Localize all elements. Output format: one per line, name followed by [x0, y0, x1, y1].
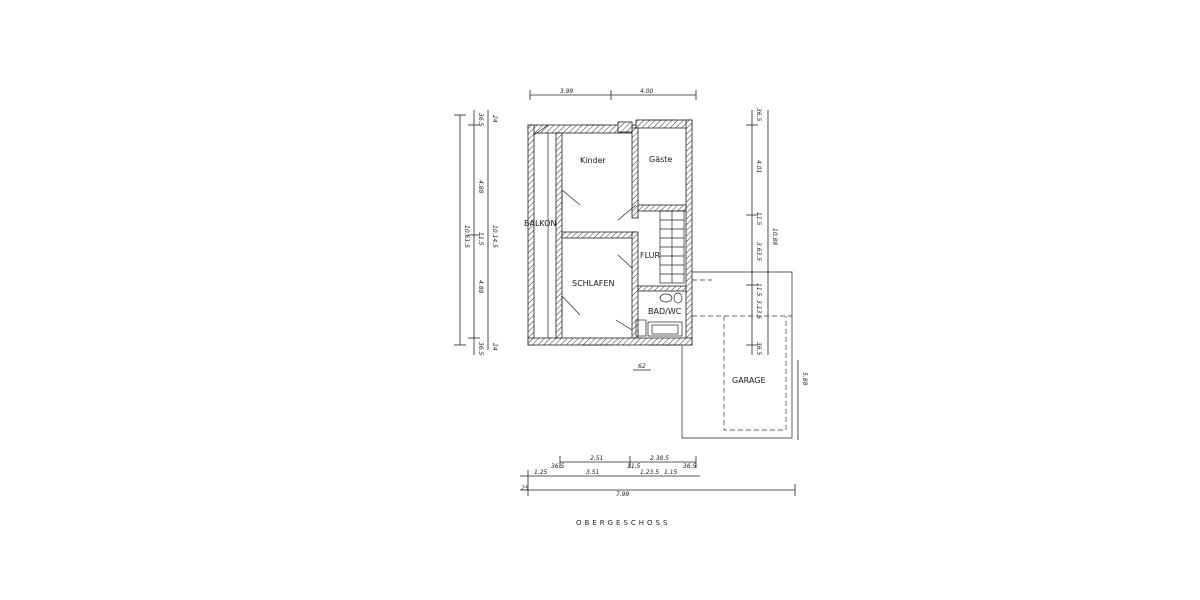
dim-bottom-2f: 1.15	[664, 469, 678, 476]
dim-left-outer-3: 11.5	[477, 232, 484, 246]
dim-window-62: 62	[638, 363, 646, 370]
staircase	[659, 210, 685, 284]
room-label-schlafen: SCHLAFEN	[572, 279, 614, 288]
balcony	[533, 124, 563, 339]
room-label-gaeste: Gäste	[649, 155, 672, 164]
room-label-flur: FLUR	[640, 251, 661, 260]
interior-walls	[561, 121, 687, 339]
dim-bottom-2a: 1.25	[534, 469, 548, 476]
top-dimension	[529, 90, 697, 100]
dim-bottom-total: 7.99	[616, 491, 630, 498]
dim-right-1: 36.5	[755, 108, 762, 122]
left-dimensions	[454, 110, 489, 355]
right-dimensions	[746, 110, 799, 440]
outer-walls	[527, 119, 693, 346]
dim-left-outer-2: 4.88	[477, 180, 484, 194]
dim-top-1: 3.99	[560, 88, 574, 95]
dim-bottom-2d: 11.5	[627, 463, 641, 470]
dim-left-inner-2: 10.14.5	[491, 225, 498, 248]
dim-right-5: 11.5	[755, 283, 762, 297]
dim-garage-depth: 5.88	[801, 372, 808, 386]
dim-left-inner-3: 24	[491, 343, 498, 351]
dim-bottom-2b: 36.5	[551, 463, 565, 470]
dim-left-outer-5: 36.5	[477, 342, 484, 356]
dim-bottom-2e: 1.23.5	[640, 469, 659, 476]
dim-left-outer-4: 4.88	[477, 280, 484, 294]
dim-left-total: 10.61.5	[463, 225, 470, 248]
dim-bottom-1b: 2.38.5	[650, 455, 669, 462]
dim-bottom-2g: 36.5	[683, 463, 697, 470]
drawing-title: OBERGESCHOSS	[576, 519, 670, 527]
dim-right-4: 3.63.5	[755, 242, 762, 261]
dim-bottom-2c: 3.51	[586, 469, 599, 476]
dim-right-3: 11.5	[755, 212, 762, 226]
dim-left-outer-1: 36.5	[477, 113, 484, 127]
room-label-bad: BAD/WC	[648, 307, 682, 316]
dim-top-2: 4.00	[640, 88, 654, 95]
dim-right-6: 3.13.5	[755, 300, 762, 319]
room-label-kinder: Kinder	[580, 156, 607, 165]
bathroom-fixtures	[635, 292, 683, 337]
window-marks	[580, 119, 680, 346]
dim-bottom-25: 25	[521, 485, 529, 492]
garage	[681, 271, 793, 439]
bottom-dimensions	[520, 369, 796, 496]
dim-right-total: 10.88	[771, 228, 778, 245]
dim-right-2: 4.01	[755, 160, 762, 173]
room-label-balkon: BALKON	[524, 219, 557, 228]
door-swings	[561, 189, 637, 331]
dim-left-inner-1: 24	[491, 115, 498, 123]
dim-right-7: 36.5	[755, 342, 762, 356]
dim-bottom-1a: 2.51	[590, 455, 603, 462]
room-label-garage: GARAGE	[732, 376, 766, 385]
